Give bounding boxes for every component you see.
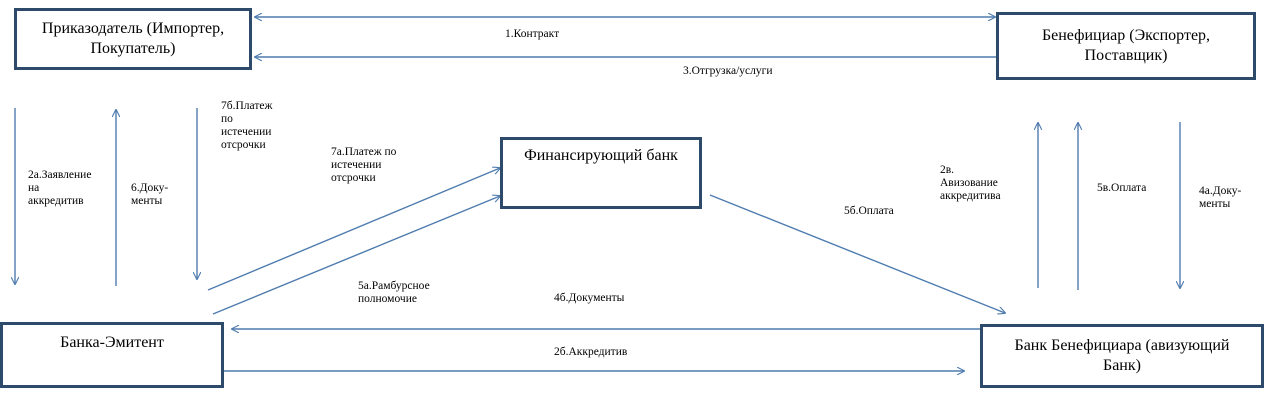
label-contract: 1.Контракт [505,28,560,40]
box-issuing-bank: Банка-Эмитент [0,322,224,388]
arrow-payment-7a [207,168,500,291]
label-docs-4a: 4а.Доку- менты [1199,185,1242,210]
label-docs-4b: 4б.Документы [554,292,625,304]
label-lc-2b: 2б.Аккредитив [554,346,628,358]
box-beneficiary: Бенефициар (Экспортер, Поставщик) [996,12,1256,80]
label-advising: 2в. Авизование аккредитива [940,164,1001,202]
label-application: 2а.Заявление на аккредитив [28,169,92,207]
arrow-reimbursement [212,196,500,315]
label-docs-6: 6.Доку- менты [131,182,169,207]
box-beneficiary-bank: Банк Бенефициара (авизующий Банк) [980,324,1264,388]
box-orderer: Приказодатель (Импортер, Покупатель) [14,8,252,70]
label-payment-7b: 7б.Платеж по истечении отсрочки [221,100,273,151]
label-payment-7a: 7а.Платеж по истечении отсрочки [331,146,397,184]
label-reimbursement: 5а.Рамбурсное полномочие [358,280,430,305]
label-payment-5b: 5б.Оплата [844,205,894,217]
label-payment-5v: 5в.Оплата [1097,182,1147,194]
label-shipment: 3.Отгрузка/услуги [683,65,773,77]
arrow-payment-5b [709,194,1005,313]
box-financing-bank: Финансирующий банк [500,137,702,209]
